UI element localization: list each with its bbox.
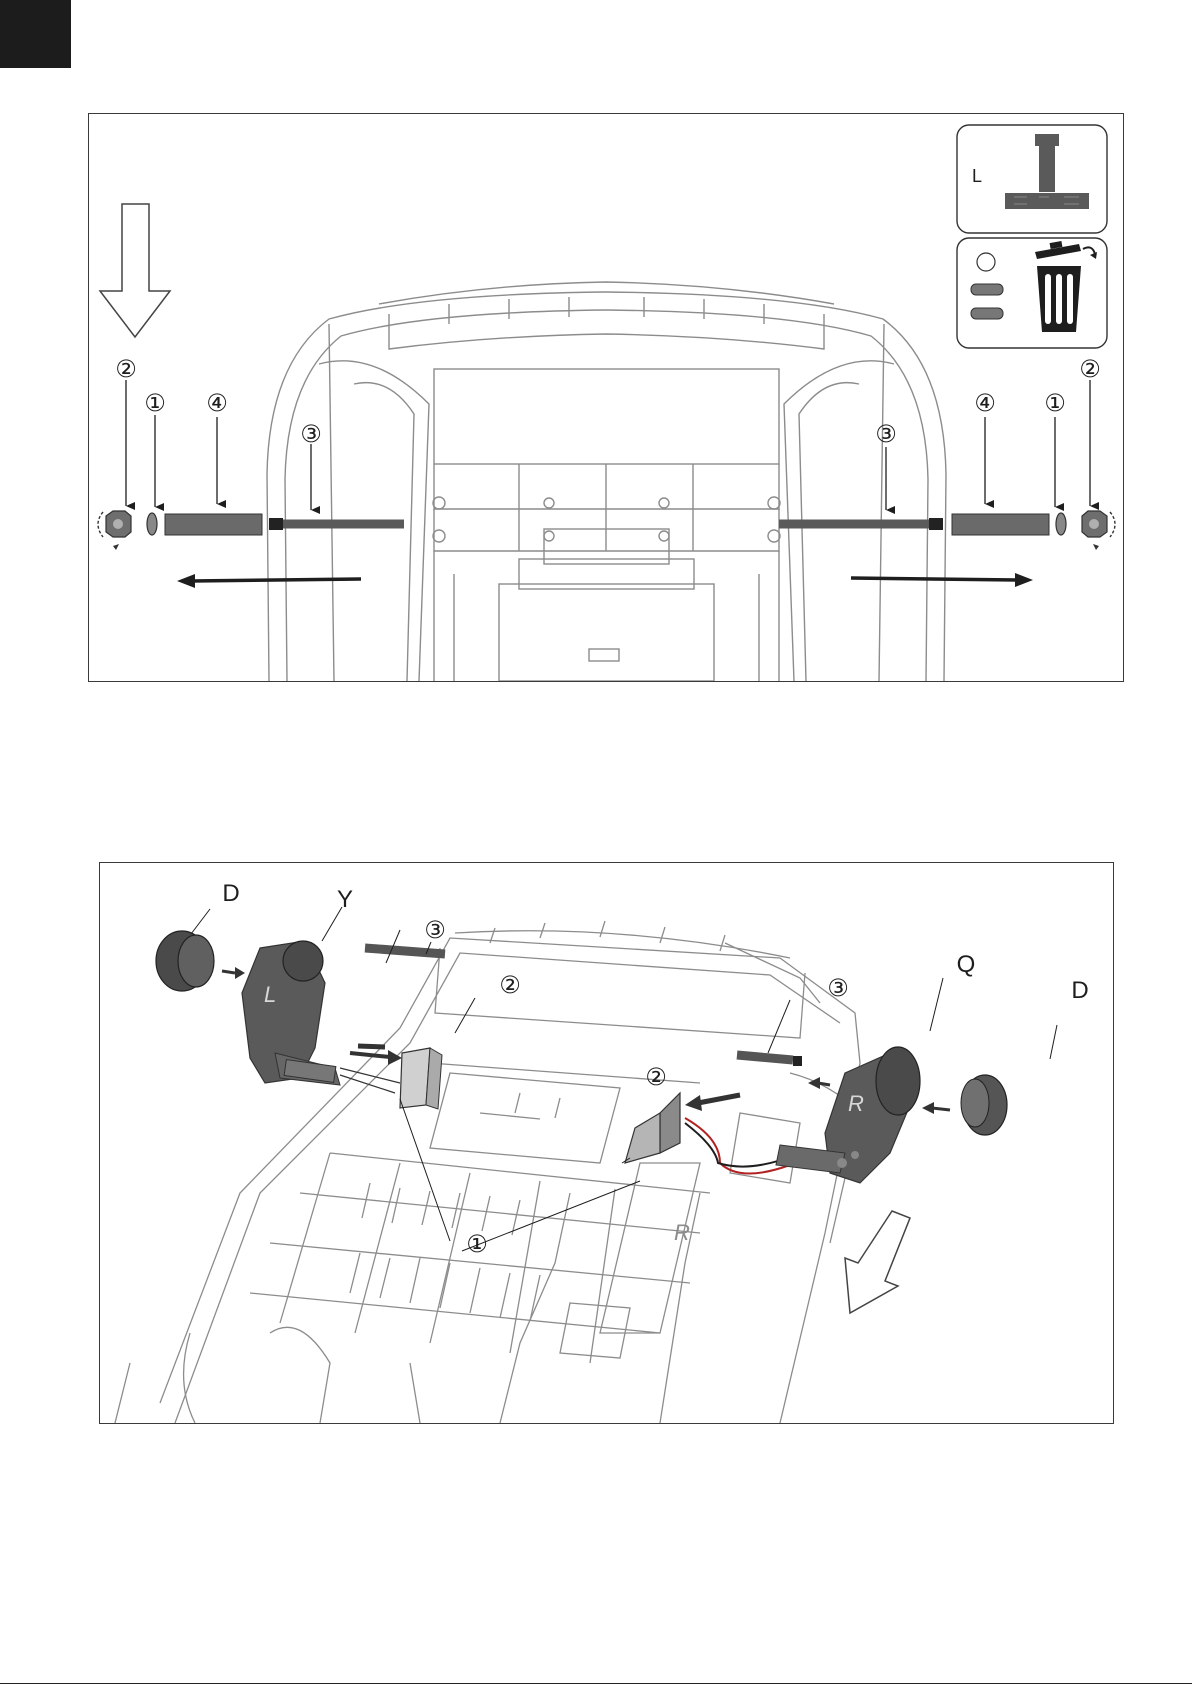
right-bracket bbox=[625, 1093, 740, 1163]
label-right-gearbox: Q bbox=[957, 951, 976, 978]
callout-left-nut: ② bbox=[115, 355, 137, 383]
label-right-cap: D bbox=[1071, 977, 1088, 1004]
right-axle-tip bbox=[929, 518, 943, 530]
left-spacer-tube bbox=[165, 514, 262, 535]
callout-right-washer: ① bbox=[1044, 389, 1066, 417]
outward-arrows bbox=[177, 573, 1033, 588]
body-mark: R bbox=[674, 1220, 690, 1245]
callout-right-nut: ② bbox=[1079, 355, 1101, 383]
left-axle-hardware bbox=[98, 511, 404, 550]
left-axle-tip bbox=[269, 518, 283, 530]
callout-left-washer: ① bbox=[144, 389, 166, 417]
gearbox-right-mark: R bbox=[848, 1091, 864, 1116]
legend-tool-box: L bbox=[957, 125, 1107, 233]
right-gearbox: R bbox=[776, 1047, 920, 1183]
callout-left-axle: ③ bbox=[300, 420, 322, 448]
left-bracket bbox=[350, 1048, 442, 1109]
page-bottom-rule bbox=[0, 1683, 1192, 1684]
gearbox-installation-diagram: L R bbox=[99, 862, 1114, 1424]
label-right-bracket: ② bbox=[645, 1063, 667, 1091]
label-left-cap: D bbox=[222, 880, 239, 907]
push-down-arrow bbox=[100, 204, 170, 337]
left-rotate-arrow bbox=[98, 512, 103, 537]
washer-icon bbox=[977, 253, 995, 271]
callout-left-spacer: ④ bbox=[206, 389, 228, 417]
gearbox-installation-illustration: L R bbox=[100, 863, 1113, 1423]
legend-discard-box bbox=[957, 238, 1107, 348]
label-left-gearbox: Y bbox=[337, 886, 353, 913]
t-bracket-icon bbox=[1035, 134, 1059, 146]
vehicle-body-rear bbox=[267, 282, 946, 681]
left-axle-rod bbox=[365, 948, 445, 954]
callout-right-spacer: ④ bbox=[974, 389, 996, 417]
label-right-axle: ③ bbox=[827, 974, 849, 1002]
rear-axle-diagram: ② ① ④ ③ ③ ④ ① ② L bbox=[88, 113, 1124, 682]
right-wheel-cap bbox=[922, 1075, 1007, 1135]
callout-right-axle: ③ bbox=[875, 420, 897, 448]
gearbox-left-mark: L bbox=[264, 982, 276, 1007]
left-washer bbox=[147, 513, 157, 535]
left-gearbox: L bbox=[242, 941, 400, 1093]
label-screws: ① bbox=[466, 1230, 488, 1258]
spacer-icon bbox=[971, 284, 1003, 295]
insert-arrow-left bbox=[358, 1046, 385, 1047]
right-axle-hardware bbox=[779, 511, 1115, 550]
right-rotate-arrow bbox=[1110, 512, 1115, 537]
direction-arrow bbox=[845, 1211, 910, 1313]
page-corner-tab bbox=[0, 0, 71, 68]
right-washer bbox=[1056, 513, 1066, 535]
label-left-bracket: ② bbox=[499, 971, 521, 999]
right-spacer-tube bbox=[952, 514, 1049, 535]
rear-axle-illustration: ② ① ④ ③ ③ ④ ① ② L bbox=[89, 114, 1123, 681]
label-left-axle: ③ bbox=[424, 916, 446, 944]
legend-side-letter: L bbox=[972, 166, 982, 186]
spacer-icon bbox=[971, 308, 1003, 319]
right-axle-rod bbox=[737, 1055, 793, 1060]
left-wheel-cap bbox=[156, 931, 245, 991]
vehicle-body-underside bbox=[115, 921, 860, 1423]
